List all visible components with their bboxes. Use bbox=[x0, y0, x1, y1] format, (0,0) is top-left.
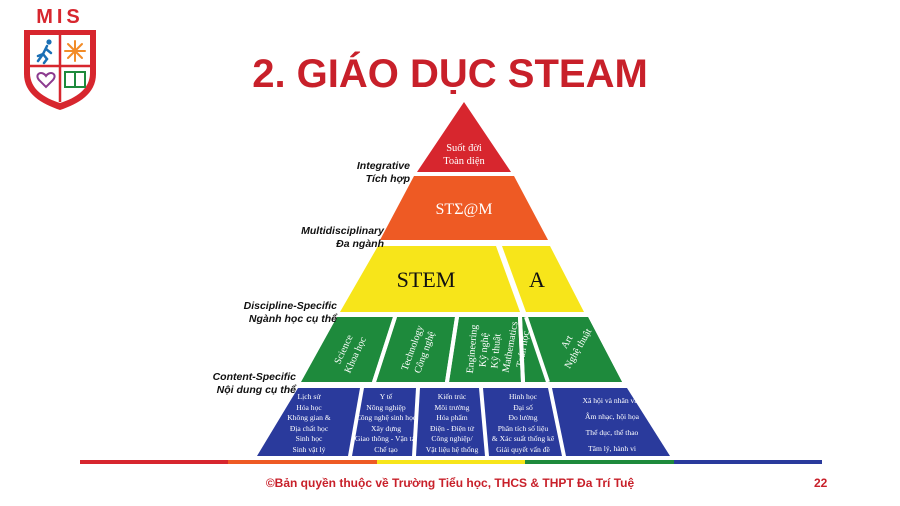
integrative-en: Integrative bbox=[356, 160, 410, 172]
sun-icon bbox=[64, 40, 86, 62]
content-item: Tâm lý, hành vi bbox=[587, 444, 637, 453]
content-technology bbox=[352, 388, 416, 456]
stem-label: STEM bbox=[397, 267, 456, 292]
discipline-technology bbox=[376, 317, 455, 382]
content-item: Địa chất học bbox=[289, 423, 329, 433]
content-item: Công nghiệp/ bbox=[431, 434, 473, 443]
rainbow-segment bbox=[673, 460, 823, 464]
content-item: Công nghệ sinh học bbox=[355, 413, 417, 422]
content-item: Đại số bbox=[513, 402, 533, 412]
rainbow-segment bbox=[228, 460, 377, 464]
content-item: Hóa phẩm bbox=[436, 413, 468, 422]
engineering-vi-1: Kỹ nghệ bbox=[478, 332, 492, 368]
page-title: 2. GIÁO DỤC STEAM bbox=[252, 52, 648, 96]
content-item: & Xác suất thống kê bbox=[491, 434, 555, 443]
copyright-footer: ©Bản quyền thuộc về Trường Tiểu học, THC… bbox=[265, 476, 635, 490]
pyramid-level-art bbox=[502, 246, 584, 312]
content-mathematics bbox=[483, 388, 562, 456]
content-item: Hình học bbox=[508, 392, 538, 401]
pyramid-level-stem bbox=[340, 246, 520, 312]
content-item: Sinh học bbox=[295, 434, 323, 443]
content-item: Âm nhạc, hội họa bbox=[585, 412, 639, 421]
page-number: 22 bbox=[814, 476, 828, 490]
shield-icon bbox=[24, 30, 96, 110]
content-item: Nông nghiệp bbox=[366, 402, 406, 412]
content-item: Điện - Điện tử bbox=[430, 423, 474, 433]
top-line-2: Toàn diện bbox=[443, 156, 485, 167]
content-item: Xã hội và nhân văn bbox=[582, 396, 642, 405]
content-specific-vi: Nội dung cụ thể bbox=[216, 384, 296, 396]
content-science bbox=[257, 388, 360, 456]
content-item: Sinh vật lý bbox=[292, 444, 326, 454]
content-item: Y tế bbox=[379, 392, 393, 401]
side-label-content-specific: Content-Specific Nội dung cụ thể bbox=[213, 371, 296, 397]
content-art bbox=[552, 388, 670, 456]
discipline-engineering bbox=[449, 317, 521, 382]
discipline-specific-en: Discipline-Specific bbox=[243, 300, 337, 312]
discipline-engineering-text: Engineering Kỹ nghệ Kỹ thuật bbox=[465, 324, 504, 374]
runner-icon bbox=[36, 39, 53, 65]
a-label: A bbox=[529, 267, 545, 292]
discipline-science bbox=[301, 317, 393, 382]
side-label-multidisciplinary: Multidisciplinary Đa ngành bbox=[301, 225, 384, 251]
engineering-en: Engineering bbox=[465, 324, 480, 374]
rainbow-segment bbox=[80, 460, 229, 464]
multidisciplinary-en: Multidisciplinary bbox=[301, 225, 384, 237]
content-item: Xây dựng bbox=[370, 423, 402, 433]
rainbow-segment bbox=[376, 460, 526, 464]
integrative-vi: Tích hợp bbox=[365, 173, 410, 185]
side-label-discipline-specific: Discipline-Specific Ngành học cụ thể bbox=[244, 300, 337, 326]
pyramid-level-top bbox=[417, 102, 511, 172]
content-item: Kiến trúc bbox=[437, 392, 467, 401]
content-item: Phân tích số liệu bbox=[497, 423, 549, 433]
top-line-1: Suốt đời bbox=[446, 143, 482, 154]
school-logo: MIS bbox=[20, 6, 100, 110]
steam-label: STΣ@M bbox=[436, 201, 493, 218]
content-item: Chế tạo bbox=[374, 444, 398, 454]
content-specific-en: Content-Specific bbox=[212, 371, 296, 383]
content-item: Không gian & bbox=[287, 413, 331, 422]
content-item: Hóa học bbox=[296, 402, 322, 412]
rainbow-segment bbox=[525, 460, 674, 464]
engineering-vi-2: Kỹ thuật bbox=[489, 333, 503, 369]
book-icon bbox=[64, 71, 86, 88]
rainbow-divider bbox=[80, 460, 823, 464]
multidisciplinary-vi: Đa ngành bbox=[336, 238, 384, 250]
side-label-integrative: Integrative Tích hợp bbox=[357, 160, 410, 186]
content-item: Vật liệu hệ thống bbox=[425, 444, 479, 454]
content-item: Môi trường bbox=[434, 402, 470, 412]
content-item: Giải quyết vấn đề bbox=[496, 444, 550, 454]
content-engineering bbox=[416, 388, 485, 456]
content-item: Đo lường bbox=[508, 413, 538, 422]
content-item: Giao thông - Vận tải bbox=[354, 434, 418, 443]
discipline-specific-vi: Ngành học cụ thể bbox=[248, 313, 337, 325]
content-item: Lịch sử bbox=[297, 392, 321, 401]
content-item: Thể dục, thể thao bbox=[585, 428, 639, 437]
pyramid-level-steam bbox=[380, 176, 548, 240]
heart-icon bbox=[36, 72, 56, 89]
logo-text: MIS bbox=[36, 6, 84, 28]
